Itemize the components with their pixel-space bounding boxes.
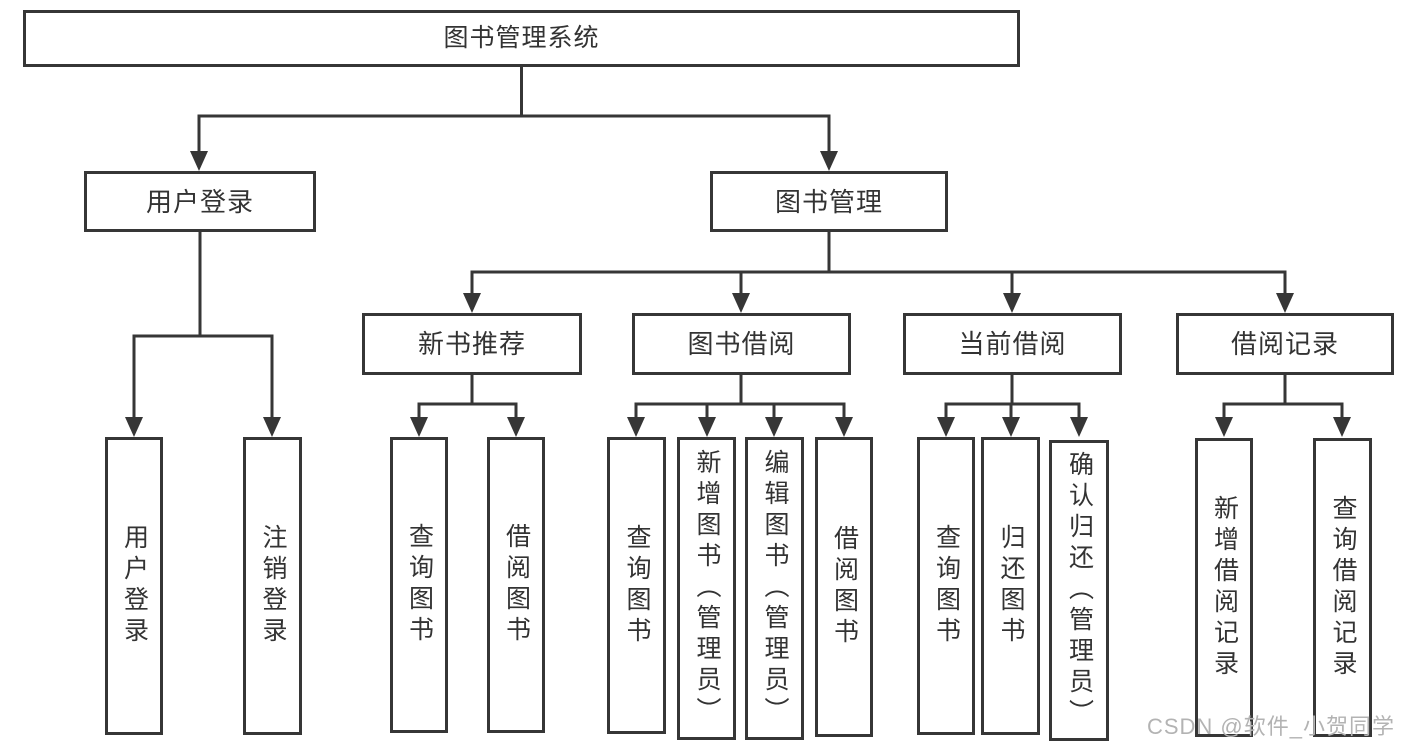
leaf-add-books-admin: 新增图书（管理员） <box>677 437 736 740</box>
leaf-borrow-books: 借阅图书 <box>815 437 873 737</box>
csdn-watermark: CSDN @软件_小贺同学 <box>1146 714 1395 739</box>
leaf-user-login: 用户登录 <box>105 437 163 735</box>
arrowhead-icons <box>125 151 1351 437</box>
node-book-borrow: 图书借阅 <box>632 313 851 375</box>
leaf-logout: 注销登录 <box>243 437 302 735</box>
leaf-edit-books-admin: 编辑图书（管理员） <box>745 437 804 740</box>
leaf-query-books-borrow: 查询图书 <box>607 437 666 734</box>
leaf-add-borrow-record: 新增借阅记录 <box>1195 438 1253 737</box>
leaf-query-borrow-record: 查询借阅记录 <box>1313 438 1372 737</box>
leaf-return-books: 归还图书 <box>981 437 1040 735</box>
leaf-confirm-return-admin: 确认归还（管理员） <box>1049 440 1109 741</box>
node-current-borrow: 当前借阅 <box>903 313 1122 375</box>
node-user-login-branch: 用户登录 <box>84 171 316 232</box>
node-root-system: 图书管理系统 <box>23 10 1020 67</box>
node-book-management-branch: 图书管理 <box>710 171 948 232</box>
leaf-query-books-current: 查询图书 <box>917 437 975 735</box>
leaf-borrow-books-newbook: 借阅图书 <box>487 437 545 733</box>
node-borrow-records: 借阅记录 <box>1176 313 1394 375</box>
node-new-book-recommend: 新书推荐 <box>362 313 582 375</box>
leaf-query-books-newbook: 查询图书 <box>390 437 448 733</box>
